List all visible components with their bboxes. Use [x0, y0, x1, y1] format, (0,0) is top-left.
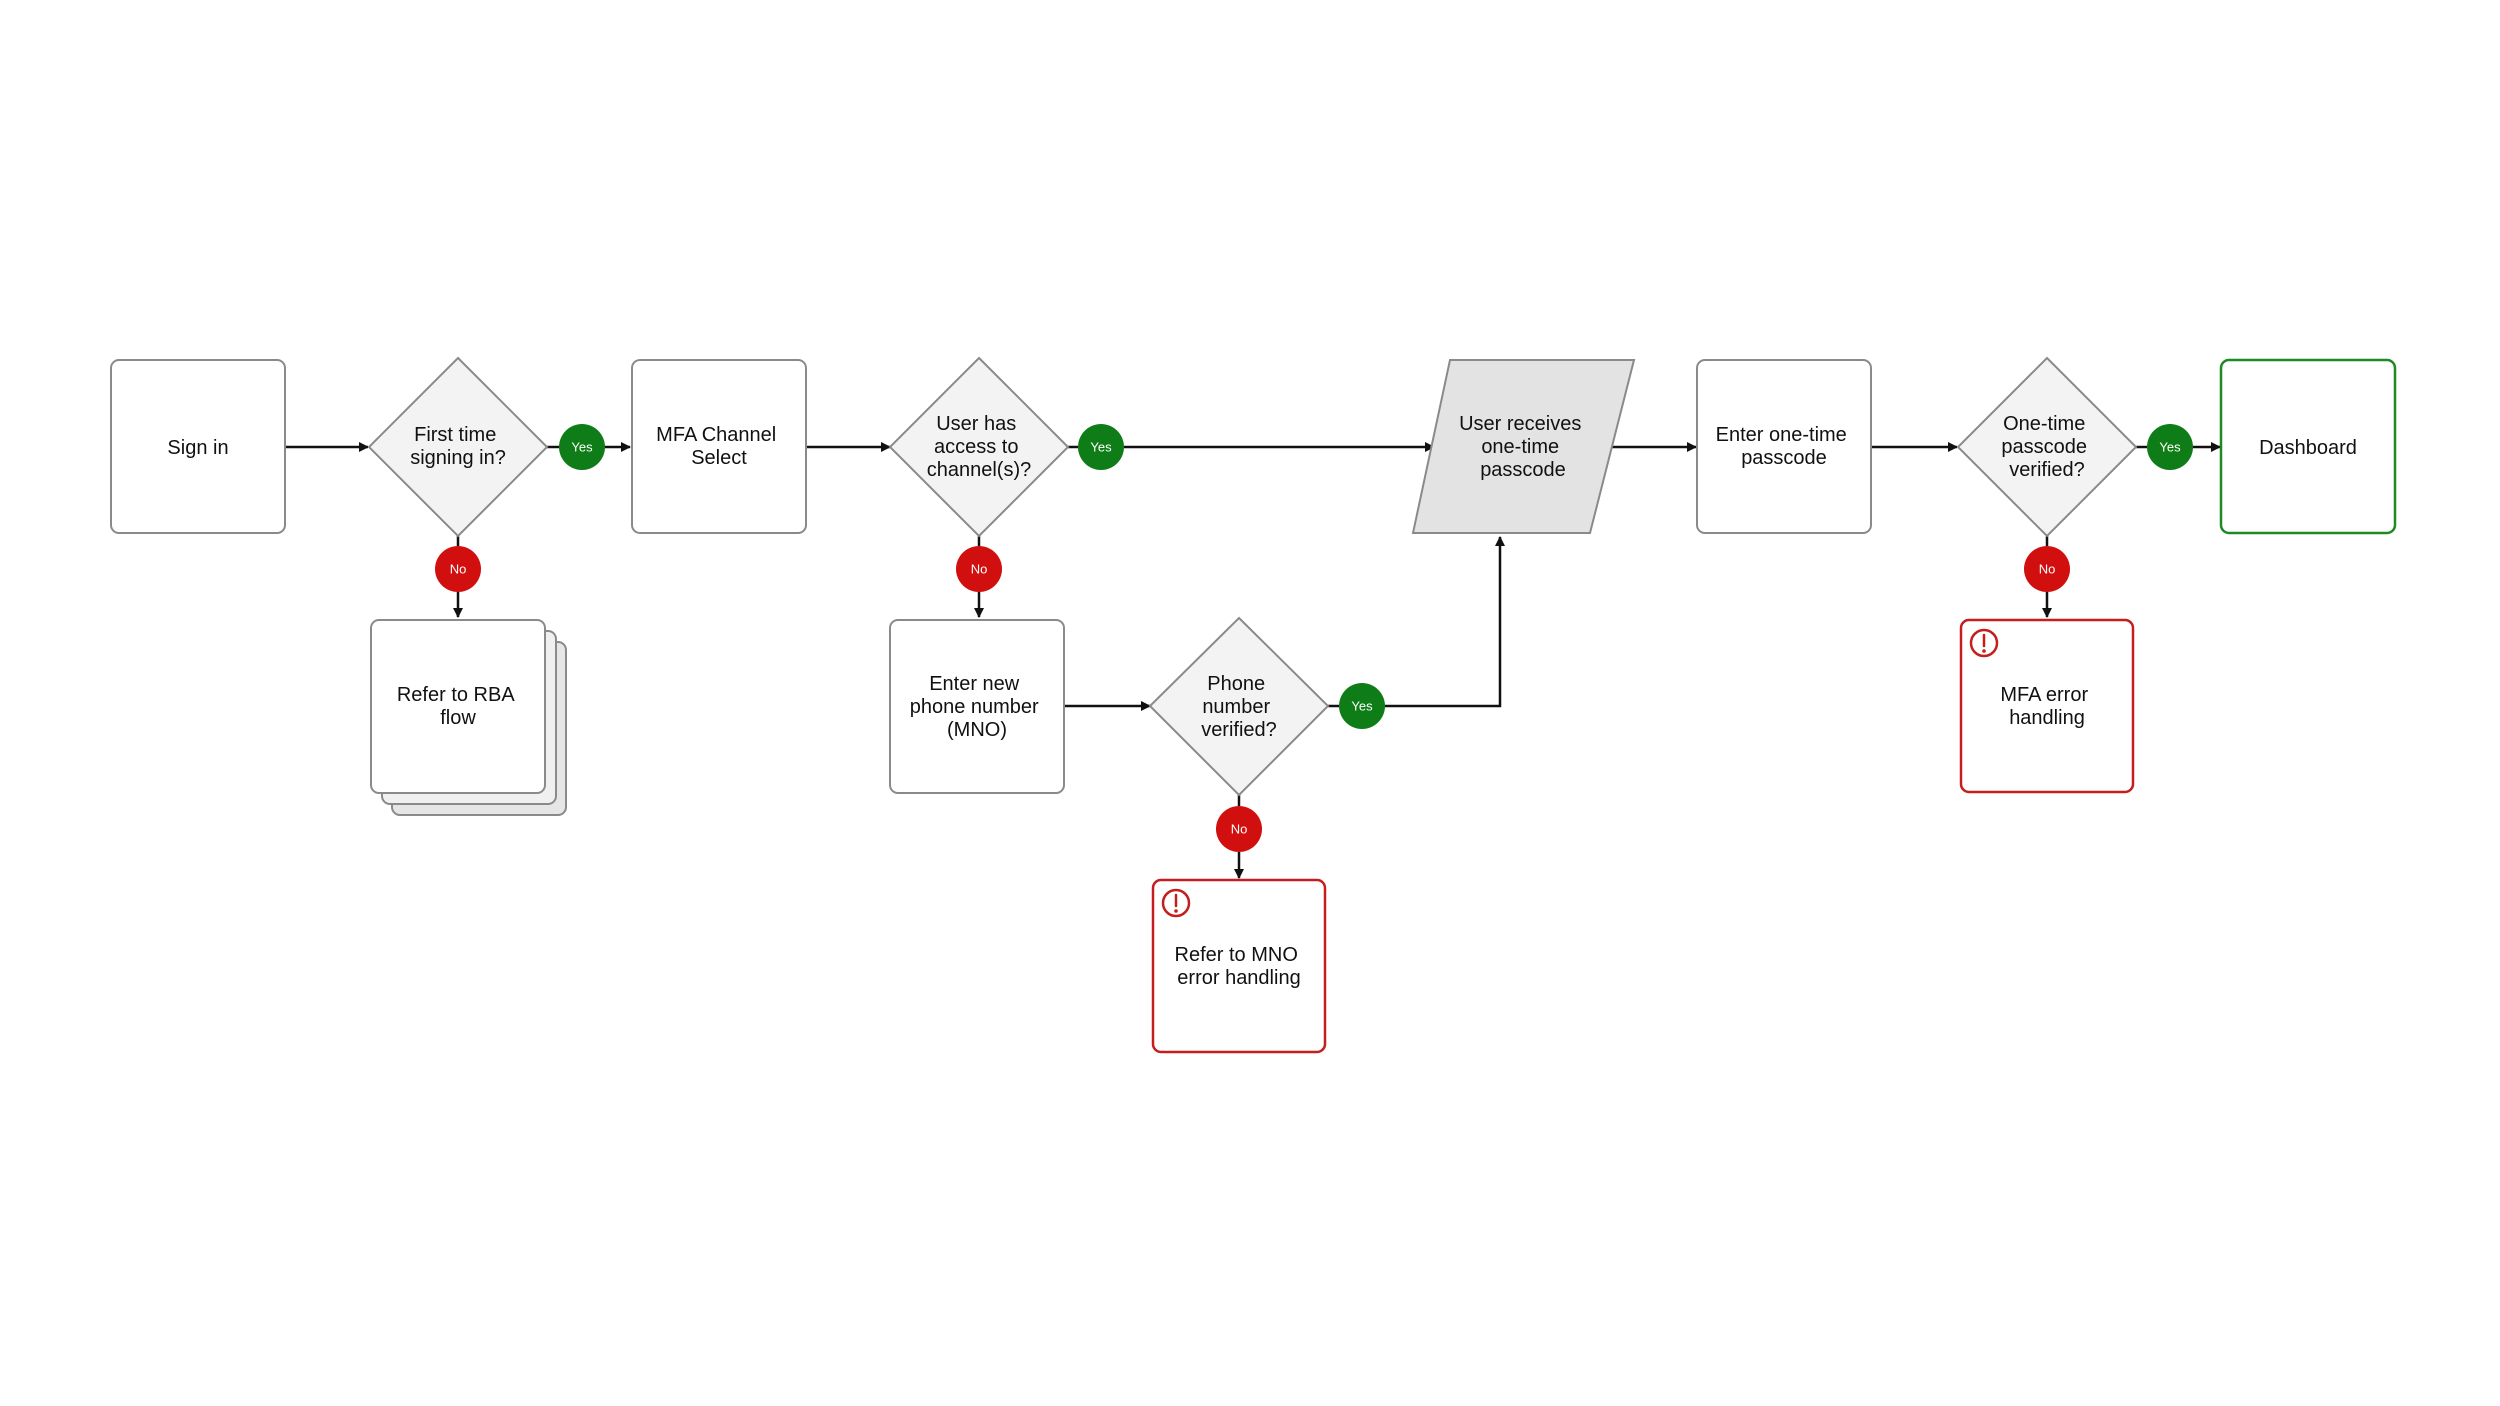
svg-text:Yes: Yes	[1351, 699, 1373, 714]
svg-text:Yes: Yes	[2159, 440, 2181, 455]
svg-text:No: No	[1231, 822, 1248, 837]
node-label-enter-phone: Enter new phone number (MNO)	[910, 673, 1045, 741]
node-phone-verified-decision: Phone number verified?	[1148, 616, 1330, 797]
exclamation-circle-icon	[1161, 888, 1191, 918]
node-label-mfa-channel-select: MFA Channel Select	[656, 424, 782, 469]
svg-text:No: No	[2039, 562, 2056, 577]
node-label-first-time: First time signing in?	[410, 424, 506, 469]
svg-text:No: No	[450, 562, 467, 577]
node-enter-passcode: Enter one-time passcode	[1696, 359, 1872, 534]
node-label-channel-access: User has access to channel(s)?	[927, 413, 1032, 481]
node-label-receives-passcode: User receives one-time passcode	[1459, 413, 1587, 481]
node-label-mfa-error: MFA error handling	[2000, 684, 2093, 729]
node-label-rba-flow: Refer to RBA flow	[397, 684, 519, 729]
svg-text:No: No	[971, 562, 988, 577]
yes-badge: Yes	[559, 424, 605, 470]
node-label-mno-error: Refer to MNO error handling	[1175, 944, 1304, 989]
node-rba-flow: Refer to RBA flow	[370, 619, 567, 816]
node-label-sign-in: Sign in	[167, 437, 228, 459]
yes-badge: Yes	[2147, 424, 2193, 470]
no-badge: No	[1216, 806, 1262, 852]
node-enter-phone: Enter new phone number (MNO)	[889, 619, 1065, 794]
node-label-phone-verified: Phone number verified?	[1201, 673, 1277, 741]
node-channel-access-decision: User has access to channel(s)?	[888, 356, 1070, 538]
node-label-dashboard: Dashboard	[2259, 437, 2357, 459]
exclamation-circle-icon	[1969, 628, 1999, 658]
no-badge: No	[435, 546, 481, 592]
yes-badge: Yes	[1339, 683, 1385, 729]
edge-yes-to-receives-up	[1385, 536, 1505, 708]
svg-text:Yes: Yes	[1090, 440, 1112, 455]
node-receives-passcode: User receives one-time passcode	[1411, 359, 1636, 534]
node-mno-error: Refer to MNO error handling	[1151, 878, 1327, 1054]
yes-badge: Yes	[1078, 424, 1124, 470]
node-label-enter-passcode: Enter one-time passcode	[1716, 424, 1853, 469]
node-first-time-decision: First time signing in?	[367, 356, 549, 538]
node-passcode-verified-decision: One-time passcode verified?	[1956, 356, 2138, 538]
no-badge: No	[956, 546, 1002, 592]
node-sign-in: Sign in	[110, 359, 286, 534]
node-mfa-channel-select: MFA Channel Select	[631, 359, 807, 534]
node-dashboard: Dashboard	[2219, 358, 2397, 535]
svg-text:Yes: Yes	[571, 440, 593, 455]
node-label-passcode-verified: One-time passcode verified?	[2001, 413, 2092, 481]
node-mfa-error: MFA error handling	[1959, 618, 2135, 794]
no-badge: No	[2024, 546, 2070, 592]
